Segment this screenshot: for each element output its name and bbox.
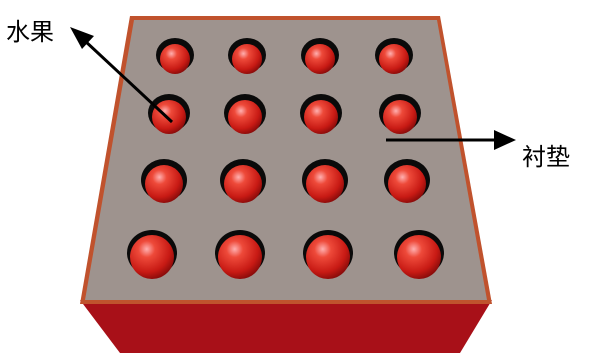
red-sphere-icon — [306, 235, 350, 279]
red-sphere-icon — [224, 165, 262, 203]
red-sphere-icon — [397, 235, 441, 279]
red-sphere-icon — [306, 165, 344, 203]
red-sphere-icon — [379, 44, 409, 74]
red-sphere-icon — [388, 165, 426, 203]
red-sphere-icon — [304, 100, 338, 134]
red-sphere-icon — [228, 100, 262, 134]
red-sphere-icon — [145, 165, 183, 203]
red-sphere-icon — [152, 100, 186, 134]
box-front-face — [80, 300, 492, 353]
red-sphere-icon — [383, 100, 417, 134]
red-sphere-icon — [305, 44, 335, 74]
red-sphere-icon — [232, 44, 262, 74]
red-sphere-icon — [160, 44, 190, 74]
arrow-icon — [494, 130, 516, 150]
pad-label: 衬垫 — [522, 145, 570, 169]
fruit-label: 水果 — [6, 20, 54, 44]
red-sphere-icon — [130, 235, 174, 279]
red-sphere-icon — [218, 235, 262, 279]
